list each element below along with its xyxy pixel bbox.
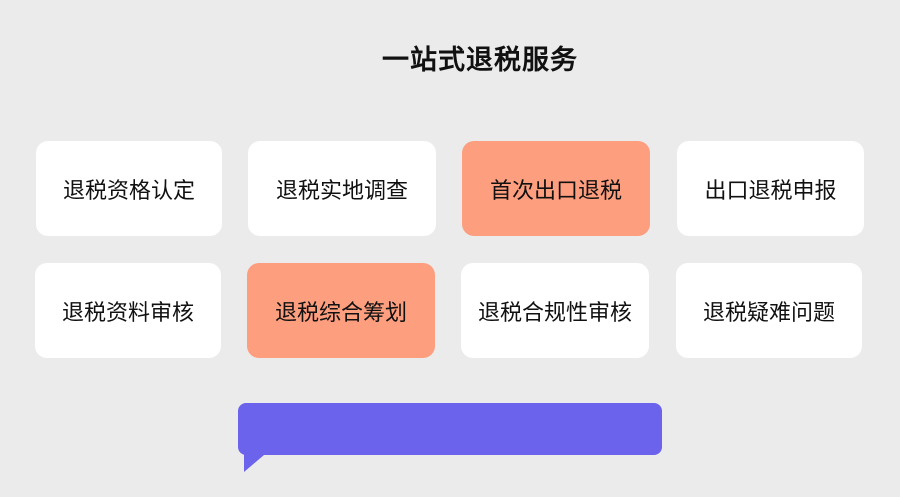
page-title: 一站式退税服务 bbox=[382, 45, 578, 76]
service-card-compliance-review[interactable]: 退税合规性审核 bbox=[461, 263, 649, 358]
service-card-export-refund-declaration[interactable]: 出口退税申报 bbox=[677, 141, 864, 236]
service-card-label: 出口退税申报 bbox=[704, 178, 837, 204]
service-card-label: 首次出口退税 bbox=[489, 178, 622, 204]
service-card-first-export-refund[interactable]: 首次出口退税 bbox=[462, 141, 650, 236]
service-card-field-investigation[interactable]: 退税实地调查 bbox=[248, 141, 436, 236]
service-card-label: 退税疑难问题 bbox=[702, 300, 835, 326]
service-card-comprehensive-planning[interactable]: 退税综合筹划 bbox=[247, 263, 435, 358]
speech-bubble bbox=[238, 403, 662, 473]
service-card-label: 退税资格认定 bbox=[62, 178, 195, 204]
service-card-difficult-issues[interactable]: 退税疑难问题 bbox=[676, 263, 862, 358]
speech-bubble-body bbox=[238, 403, 662, 455]
service-card-label: 退税综合筹划 bbox=[274, 300, 407, 326]
service-card-label: 退税资料审核 bbox=[61, 300, 194, 326]
service-card-eligibility-certification[interactable]: 退税资格认定 bbox=[36, 141, 222, 236]
service-card-label: 退税合规性审核 bbox=[477, 300, 632, 326]
service-card-label: 退税实地调查 bbox=[275, 178, 408, 204]
service-card-document-review[interactable]: 退税资料审核 bbox=[35, 263, 221, 358]
